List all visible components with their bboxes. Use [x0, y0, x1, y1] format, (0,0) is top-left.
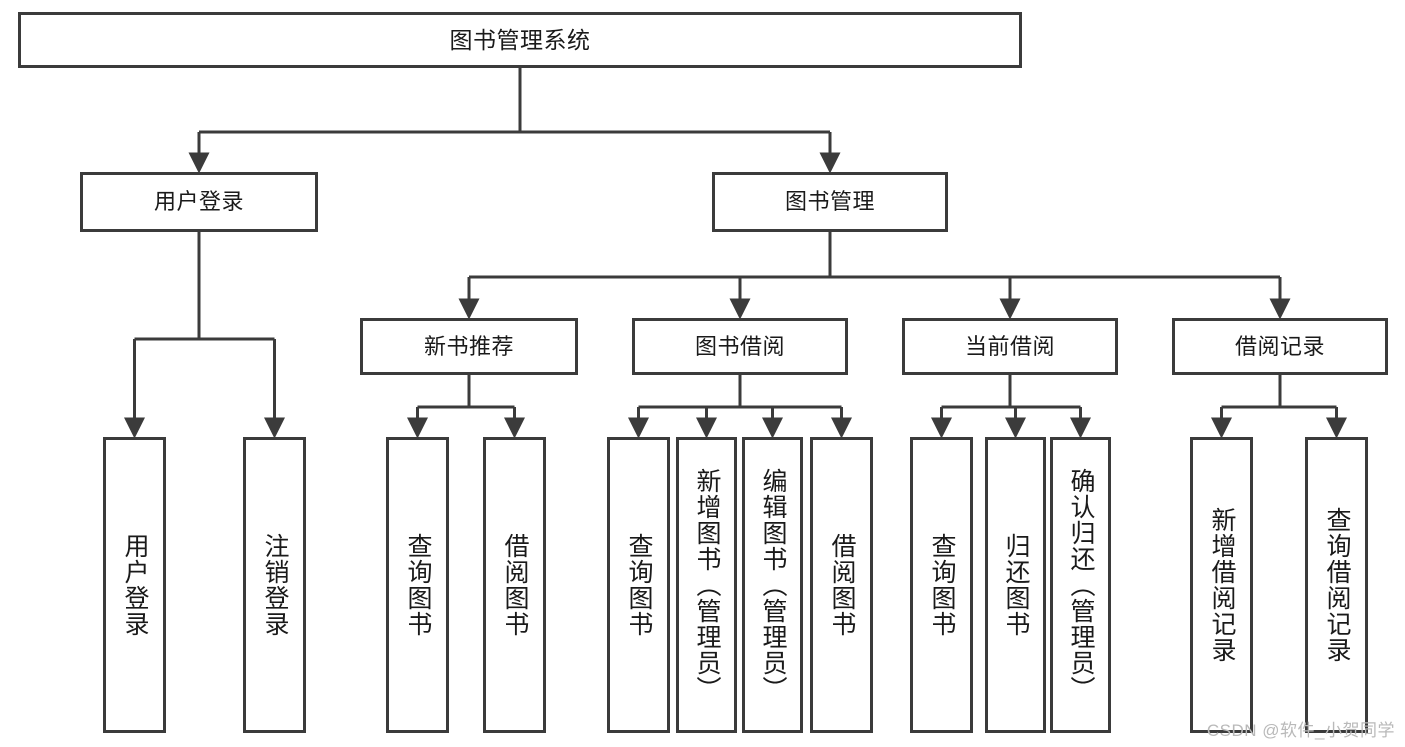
node-leaf-return-book[interactable]: 归还图书 [985, 437, 1046, 733]
node-current-borrow[interactable]: 当前借阅 [902, 318, 1118, 375]
node-leaf-confirm-return[interactable]: 确认归还（管理员） [1050, 437, 1111, 733]
node-leaf-query-book-1[interactable]: 查询图书 [386, 437, 449, 733]
node-leaf-user-logout[interactable]: 注销登录 [243, 437, 306, 733]
node-leaf-add-book[interactable]: 新增图书（管理员） [676, 437, 737, 733]
node-leaf-query-book-3[interactable]: 查询图书 [910, 437, 973, 733]
node-leaf-return-book-label: 归还图书 [1002, 533, 1030, 637]
node-leaf-add-book-label: 新增图书（管理员） [693, 468, 721, 702]
csdn-watermark: CSDN @软件_小贺同学 [1206, 721, 1395, 740]
node-leaf-confirm-return-label: 确认归还（管理员） [1067, 468, 1095, 702]
node-leaf-add-record[interactable]: 新增借阅记录 [1190, 437, 1253, 733]
node-leaf-user-logout-label: 注销登录 [261, 533, 289, 637]
node-leaf-query-book-2-label: 查询图书 [625, 533, 653, 637]
node-user-login[interactable]: 用户登录 [80, 172, 318, 232]
node-leaf-borrow-book-2-label: 借阅图书 [828, 533, 856, 637]
node-book-borrow-label: 图书借阅 [694, 333, 785, 359]
node-leaf-user-login-label: 用户登录 [121, 533, 149, 637]
node-leaf-borrow-book-1[interactable]: 借阅图书 [483, 437, 546, 733]
node-leaf-edit-book-label: 编辑图书（管理员） [759, 468, 787, 702]
node-leaf-query-record-label: 查询借阅记录 [1323, 507, 1351, 663]
node-book-manage-label: 图书管理 [784, 189, 875, 215]
node-leaf-edit-book[interactable]: 编辑图书（管理员） [742, 437, 803, 733]
node-current-borrow-label: 当前借阅 [964, 333, 1055, 359]
node-root-label: 图书管理系统 [449, 26, 591, 53]
node-new-book-recommend-label: 新书推荐 [423, 333, 514, 359]
node-root[interactable]: 图书管理系统 [18, 12, 1022, 68]
node-leaf-query-book-3-label: 查询图书 [928, 533, 956, 637]
node-leaf-borrow-book-2[interactable]: 借阅图书 [810, 437, 873, 733]
node-borrow-record-label: 借阅记录 [1234, 333, 1325, 359]
node-leaf-user-login[interactable]: 用户登录 [103, 437, 166, 733]
node-leaf-query-book-2[interactable]: 查询图书 [607, 437, 670, 733]
node-book-manage[interactable]: 图书管理 [712, 172, 948, 232]
node-leaf-query-book-1-label: 查询图书 [404, 533, 432, 637]
node-leaf-query-record[interactable]: 查询借阅记录 [1305, 437, 1368, 733]
node-user-login-label: 用户登录 [153, 189, 244, 215]
node-borrow-record[interactable]: 借阅记录 [1172, 318, 1388, 375]
node-book-borrow[interactable]: 图书借阅 [632, 318, 848, 375]
node-new-book-recommend[interactable]: 新书推荐 [360, 318, 578, 375]
node-leaf-borrow-book-1-label: 借阅图书 [501, 533, 529, 637]
node-leaf-add-record-label: 新增借阅记录 [1208, 507, 1236, 663]
